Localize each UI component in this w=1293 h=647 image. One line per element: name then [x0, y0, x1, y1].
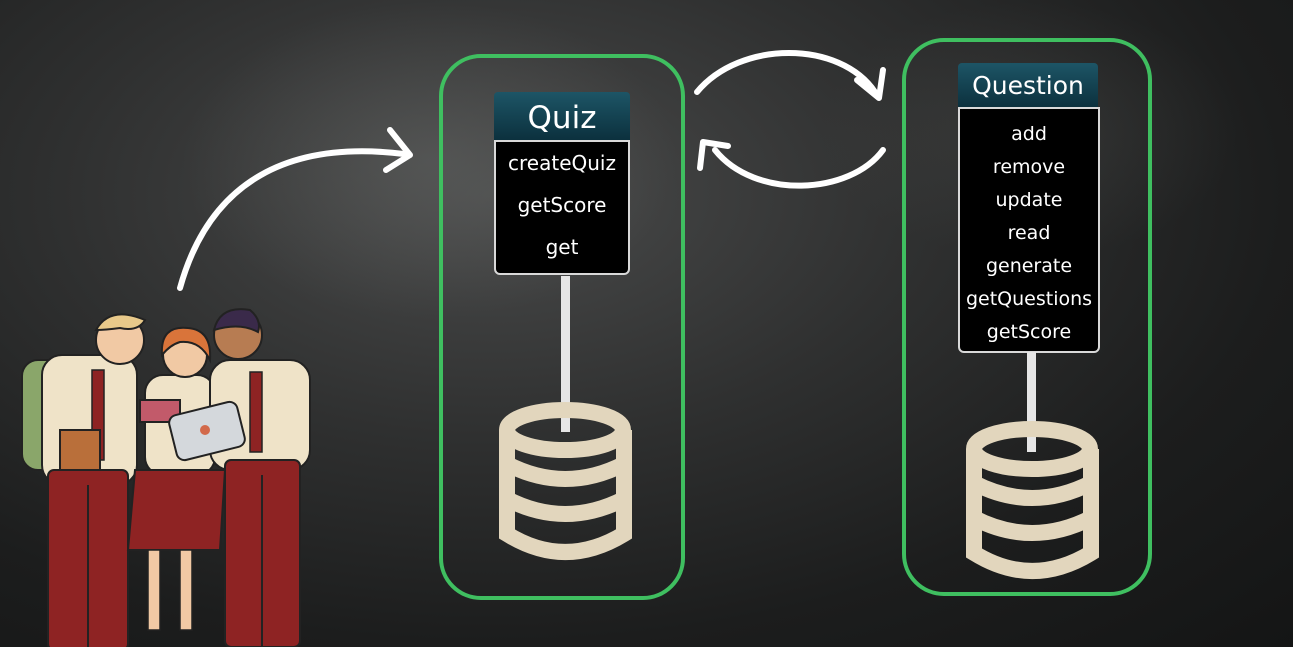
question-to-quiz-arrowhead-icon	[697, 139, 731, 171]
quiz-methods-list: createQuiz getScore get	[494, 140, 630, 275]
quiz-method-item: getScore	[517, 193, 607, 217]
database-icon	[499, 402, 632, 560]
question-method-item: remove	[992, 156, 1066, 178]
question-db-connector	[1027, 352, 1036, 452]
question-method-item: read	[1007, 222, 1051, 244]
question-method-item: add	[1011, 123, 1047, 145]
question-method-item: getScore	[986, 321, 1072, 343]
quiz-service-container	[439, 54, 685, 600]
question-method-item: generate	[985, 255, 1073, 277]
question-method-item: getQuestions	[965, 288, 1093, 310]
question-service-title: Question	[958, 63, 1098, 109]
user-to-quiz-arrow-icon	[177, 148, 407, 291]
question-method-item: update	[995, 189, 1063, 211]
database-icon	[966, 421, 1099, 579]
question-methods-list: add remove update read generate getQuest…	[958, 107, 1100, 353]
laptop-icon	[168, 400, 246, 462]
quiz-to-question-arrow-icon	[694, 50, 878, 95]
users-illustration-icon	[21, 308, 311, 647]
quiz-to-question-arrowhead-icon	[854, 67, 886, 101]
boy-left-icon	[21, 313, 147, 647]
question-service-container	[902, 38, 1152, 596]
quiz-db-connector	[561, 276, 570, 432]
quiz-method-item: get	[545, 235, 579, 259]
boy-right-icon	[209, 308, 311, 647]
quiz-service-title: Quiz	[494, 92, 630, 142]
girl-middle-icon	[126, 326, 227, 631]
question-to-quiz-arrow-icon	[712, 147, 886, 189]
quiz-method-item: createQuiz	[508, 151, 616, 175]
user-to-quiz-arrowhead-icon	[383, 127, 413, 173]
